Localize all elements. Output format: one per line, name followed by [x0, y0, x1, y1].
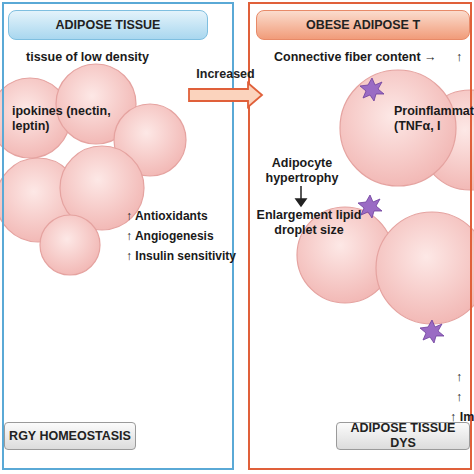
panel-text: ↑ [456, 390, 462, 405]
panel-text: Proinflammat (TNFα, I [394, 104, 474, 134]
panel-text: ipokines (nectin, leptin) [12, 104, 112, 134]
box-label: ADIPOSE TISSUE DYS [337, 421, 469, 451]
status-box: ADIPOSE TISSUE DYS [336, 422, 470, 450]
panel-text: Enlargement lipid droplet size [254, 208, 364, 238]
panel-text: tissue of low density [26, 50, 149, 65]
tissue-panel: Connective fiber content → ↑ Proinflammat … [248, 2, 472, 470]
box-label: ADIPOSE TISSUE [9, 18, 207, 33]
box-label: OBESE ADIPOSE T [257, 18, 469, 33]
header-box: OBESE ADIPOSE T [256, 10, 470, 40]
status-box: RGY HOMEOSTASIS [4, 422, 136, 450]
panel-text: ↑ Angiogenesis [126, 229, 214, 244]
panel-text: ↑ [456, 50, 462, 65]
header-box: ADIPOSE TISSUE [8, 10, 208, 40]
panel-text: ↑ [456, 370, 462, 385]
leader-arrow [296, 186, 306, 206]
edge-label: Increased [196, 67, 254, 81]
panel-text: ↑ Insulin sensitivity [126, 249, 236, 264]
panel-text: Adipocyte hypertrophy [262, 156, 342, 186]
box-label: RGY HOMEOSTASIS [5, 429, 135, 444]
block-arrow [189, 83, 262, 107]
panel-text: Connective fiber content → [274, 50, 437, 65]
adipocyte-cells [0, 64, 474, 324]
panel-text: ↑ Antioxidants [126, 209, 208, 224]
